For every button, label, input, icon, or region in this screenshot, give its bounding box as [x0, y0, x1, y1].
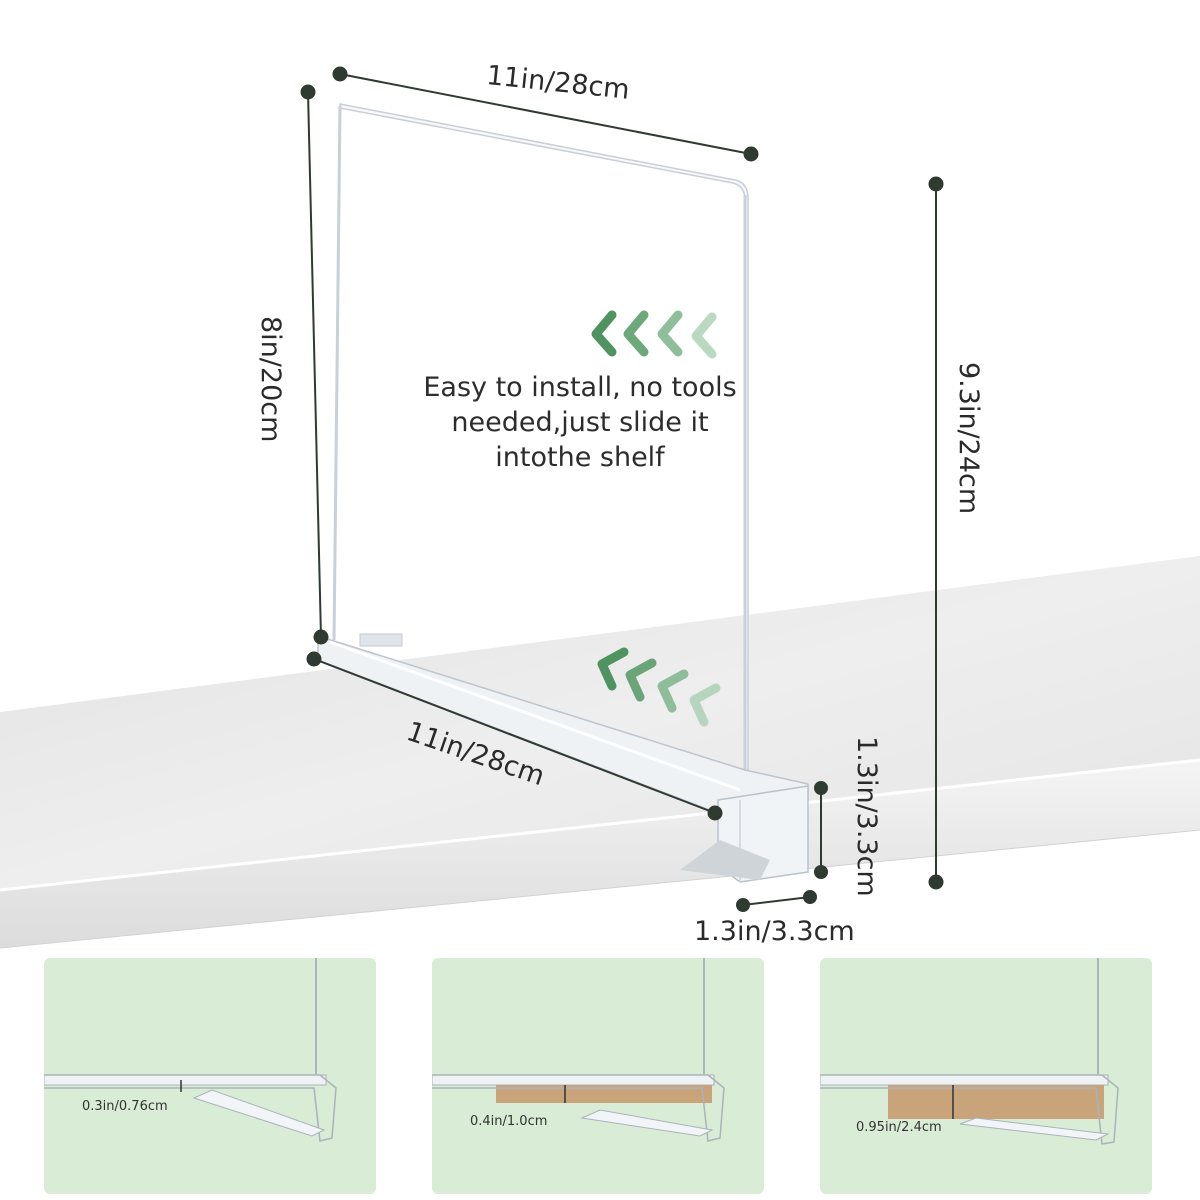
- dimension-lines: [300, 66, 944, 912]
- thickness-label: 0.4in/1.0cm: [470, 1114, 548, 1129]
- dimension-marker: [313, 629, 329, 645]
- install-text-line: Easy to install, no tools: [423, 372, 737, 403]
- dimension-marker: [743, 146, 759, 162]
- install-text-line: intothe shelf: [495, 442, 665, 473]
- dimension-marker: [736, 898, 750, 912]
- clip-height-label: 1.3in/3.3cm: [851, 736, 882, 897]
- thickness-label: 0.3in/0.76cm: [82, 1099, 168, 1114]
- thickness-label: 0.95in/2.4cm: [856, 1120, 942, 1135]
- double-chevron-left-icon: [597, 647, 721, 727]
- shelf: [0, 556, 1200, 949]
- height-label: 8in/20cm: [255, 316, 286, 443]
- shelf-thickness-panel-2: 0.4in/1.0cm: [432, 958, 764, 1194]
- install-instructions: Easy to install, no tools needed,just sl…: [400, 370, 760, 475]
- dimension-marker: [928, 176, 944, 192]
- shelf-thickness-panel-3: 0.95in/2.4cm: [820, 958, 1152, 1194]
- double-chevron-left-icon: [591, 310, 717, 359]
- dimension-marker: [332, 66, 348, 82]
- install-text-line: needed,just slide it: [451, 407, 709, 438]
- dimension-marker: [814, 865, 828, 879]
- shelf-thickness-panel-1: 0.3in/0.76cm: [44, 958, 376, 1194]
- total-height-label: 9.3in/24cm: [953, 362, 984, 515]
- dimension-marker: [803, 890, 817, 904]
- clip-diagram-medium: [432, 958, 725, 1142]
- dimension-marker: [707, 805, 723, 821]
- dimension-marker: [306, 651, 322, 667]
- clip-diagram-thick: [820, 958, 1119, 1145]
- dimension-marker: [814, 781, 828, 795]
- clip-diagram-thin: [44, 958, 337, 1142]
- acrylic-divider: [317, 103, 809, 883]
- dimension-marker: [300, 84, 316, 100]
- clip-width-label: 1.3in/3.3cm: [694, 916, 855, 947]
- dimension-marker: [928, 874, 944, 890]
